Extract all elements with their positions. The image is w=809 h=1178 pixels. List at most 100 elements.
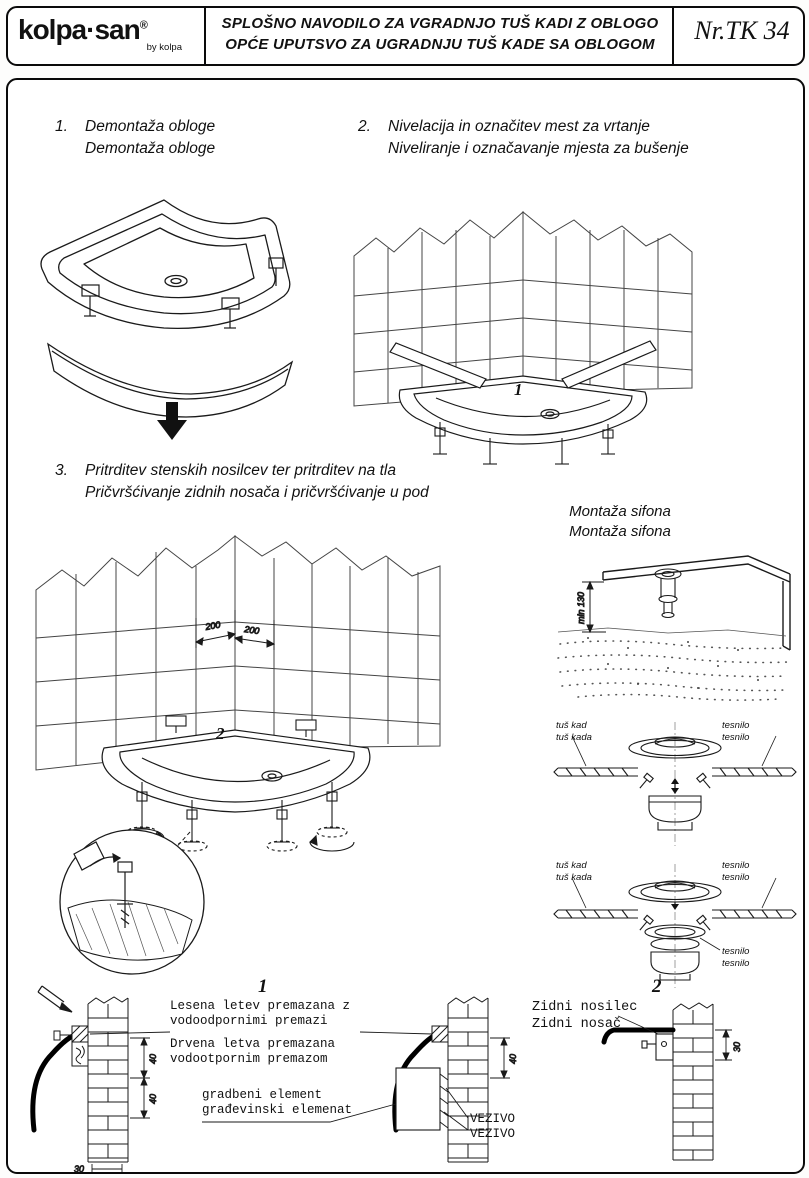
dim-30-right: 30 bbox=[732, 1042, 742, 1052]
doc-title-line1: SPLOŠNO NAVODILO ZA VGRADNJO TUŠ KADI Z … bbox=[221, 15, 659, 32]
drain-flange bbox=[628, 880, 722, 910]
brand-byline: by kolpa bbox=[146, 42, 182, 53]
assembly-arrow bbox=[671, 778, 679, 794]
detail1-seal-label: tesnilo tesnilo bbox=[722, 720, 749, 743]
dim-40-left-a: 40 bbox=[148, 1054, 158, 1064]
seal-rings bbox=[644, 924, 706, 951]
dim-200-left: 200 bbox=[204, 620, 222, 633]
spirit-levels bbox=[389, 340, 657, 389]
step-2-number: 2. bbox=[358, 118, 371, 135]
dims-left: 40 40 30 bbox=[74, 1036, 158, 1174]
detail2-tesnilo-1: tesnilo bbox=[722, 860, 750, 871]
detail1-tus-kada: tuš kada bbox=[556, 731, 592, 743]
batten-text: Lesena letev premazana z vodoodpornimi p… bbox=[170, 999, 350, 1067]
dim-40-middle: 40 bbox=[508, 1054, 518, 1064]
element-text-hr: građevinski elemenat bbox=[202, 1103, 353, 1117]
detail1-tesnilo-1: tesnilo bbox=[722, 720, 750, 731]
mortar-hatch bbox=[439, 1073, 449, 1129]
header-frame: kolpa·san® by kolpa SPLOŠNO NAVODILO ZA … bbox=[6, 6, 805, 66]
detail1-tesnilo-2: tesnilo bbox=[722, 731, 750, 743]
tray-slab-section bbox=[553, 909, 797, 931]
min-depth-dimension: min 130 bbox=[576, 580, 606, 634]
bracket-text-hr: Zidni nosač bbox=[532, 1017, 622, 1032]
bracket-text: Zidni nosilec Zidni nosač bbox=[532, 999, 637, 1033]
detail1-tus-kad: tuš kad bbox=[556, 720, 587, 731]
step-3-number: 3. bbox=[55, 462, 68, 479]
tray-body bbox=[40, 199, 291, 330]
building-element-rect bbox=[395, 1067, 441, 1131]
adjustable-feet bbox=[433, 422, 615, 465]
floor-fixing-detail bbox=[59, 829, 205, 975]
element-text: gradbeni element građevinski elemenat bbox=[202, 1088, 352, 1118]
wooden-batten-middle bbox=[431, 1025, 449, 1043]
brand-name: kolpa·san® bbox=[18, 14, 188, 46]
label-leader-seal bbox=[699, 937, 721, 951]
brand-text: kolpa·san bbox=[18, 14, 141, 45]
detail2-tus-kada: tuš kada bbox=[556, 871, 592, 883]
drill-dimension-200: 200 200 bbox=[194, 610, 276, 650]
batten-text-sl1: Lesena letev premazana z bbox=[170, 999, 351, 1013]
step-2-heading: 2. Nivelacija in označitev mest za vrtan… bbox=[358, 116, 689, 160]
wooden-batten-left bbox=[53, 1025, 89, 1067]
step-1-text: Demontaža obloge Demontaža obloge bbox=[85, 116, 215, 160]
content-frame bbox=[6, 78, 805, 1174]
detail2-tesnilo-4: tesnilo bbox=[722, 957, 750, 969]
fig-tray-exploded bbox=[40, 199, 294, 440]
label-leader-left bbox=[571, 735, 587, 767]
fig3-tray-label: 2 bbox=[216, 724, 225, 743]
wall-bracket-detail bbox=[641, 1033, 674, 1061]
brand-logo: kolpa·san® by kolpa bbox=[18, 14, 188, 53]
registered-mark: ® bbox=[139, 19, 148, 32]
fig2-tray-label: 1 bbox=[514, 380, 523, 399]
step-1-heading: 1. Demontaža obloge Demontaža obloge bbox=[55, 116, 215, 160]
dims-middle: 40 bbox=[490, 1036, 518, 1080]
wall-brackets bbox=[165, 715, 317, 737]
batten-leader-right bbox=[359, 1031, 433, 1035]
fig-siphon-detail-1 bbox=[553, 722, 797, 846]
dim-200-right: 200 bbox=[243, 624, 260, 636]
dim-30-left: 30 bbox=[74, 1164, 84, 1174]
detail2-tray-label: tuš kad tuš kada bbox=[556, 860, 592, 883]
dim-min130: min 130 bbox=[576, 592, 586, 624]
drain-flange bbox=[628, 736, 722, 759]
vezivo-text: VEZIVO VEZIVO bbox=[470, 1112, 515, 1142]
siphon-cup bbox=[648, 795, 702, 831]
detail2-tesnilo-3: tesnilo bbox=[722, 946, 750, 957]
siphon-cup bbox=[650, 951, 700, 981]
step-3-text: Pritrditev stenskih nosilcev ter pritrdi… bbox=[85, 460, 429, 504]
fig-fixing: 200 200 bbox=[35, 534, 441, 975]
apron-panel bbox=[47, 342, 294, 418]
tray-clamps bbox=[81, 257, 284, 329]
tray-in-corner-large bbox=[101, 729, 371, 813]
element-leaders bbox=[202, 1087, 469, 1131]
batten-leader-left bbox=[89, 1031, 171, 1035]
pencil-icon bbox=[37, 985, 73, 1013]
siphon-title-hr: Montaža sifona bbox=[569, 523, 671, 540]
tray-in-corner bbox=[398, 375, 648, 445]
batten-text-hr1: Drvena letva premazana bbox=[170, 1037, 336, 1051]
bracket-text-sl: Zidni nosilec bbox=[532, 1000, 638, 1015]
label-leader-right bbox=[761, 735, 777, 767]
batten-text-sl2: vodoodpornimi premazi bbox=[170, 1014, 328, 1028]
label-leader-right bbox=[761, 877, 777, 909]
step-1-text-hr: Demontaža obloge bbox=[85, 140, 216, 157]
vezivo-line1: VEZIVO bbox=[470, 1112, 516, 1126]
detail2-seal-label-top: tesnilo tesnilo bbox=[722, 860, 749, 883]
step-1-number: 1. bbox=[55, 118, 68, 135]
detail2-seal-label-bottom: tesnilo tesnilo bbox=[722, 946, 749, 969]
fig-bottom-details: 40 40 30 40 bbox=[30, 985, 742, 1174]
detail2-tesnilo-2: tesnilo bbox=[722, 871, 750, 883]
brick-wall-right bbox=[672, 1002, 714, 1161]
doc-title-line2: OPĆE UPUTSVO ZA UGRADNJU TUŠ KADE SA OBL… bbox=[225, 36, 655, 53]
step-3-text-hr: Pričvršćivanje zidnih nosača i pričvršći… bbox=[85, 484, 429, 501]
bracket-leader bbox=[617, 1015, 659, 1035]
dim-40-left-b: 40 bbox=[148, 1094, 158, 1104]
siphon-title-sl: Montaža sifona bbox=[569, 503, 671, 520]
step-2-text-hr: Niveliranje i označavanje mjesta za buše… bbox=[388, 140, 689, 157]
siphon-title: Montaža sifona Montaža sifona bbox=[540, 502, 700, 542]
step-2-text-sl: Nivelacija in označitev mest za vrtanje bbox=[388, 118, 650, 135]
tray-slab-section bbox=[553, 767, 797, 789]
detail2-tus-kad: tuš kad bbox=[556, 860, 587, 871]
header-divider-right bbox=[672, 6, 674, 66]
